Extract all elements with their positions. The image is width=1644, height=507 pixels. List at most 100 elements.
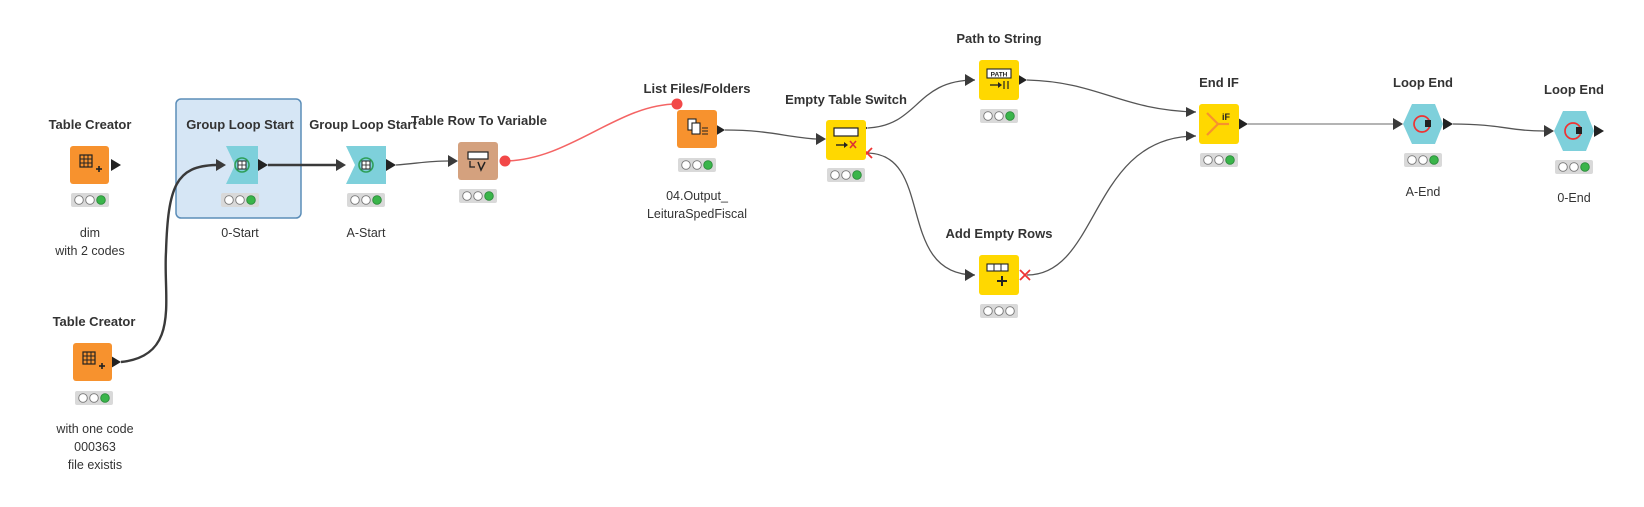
output-port-arrow[interactable] [111, 356, 121, 368]
annotation-line: 0-End [1557, 191, 1591, 205]
input-port-arrow[interactable] [216, 159, 226, 171]
annotation-line: with 2 codes [55, 244, 125, 258]
input-port-arrow[interactable] [965, 74, 975, 86]
input-port-arrow[interactable] [1544, 125, 1554, 137]
status-light-green [1005, 111, 1015, 121]
node-title: Add Empty Rows [945, 226, 1053, 241]
group-loop-start-icon [358, 157, 374, 173]
input-port-arrow[interactable] [1186, 107, 1196, 117]
list-files-icon [687, 118, 708, 135]
input-port-arrow[interactable] [336, 159, 346, 171]
status-light-green [246, 195, 256, 205]
node-annotation: dim with 2 codes [55, 224, 124, 260]
group-loop-start-icon [234, 157, 250, 173]
end-if-icon: iF [1206, 112, 1231, 136]
status-light-off [462, 191, 472, 201]
connection-aer-to-endif[interactable] [1026, 135, 1197, 276]
loop-end-icon [1413, 115, 1431, 133]
status-light-off [994, 111, 1004, 121]
node-title: Group Loop Start [186, 117, 294, 132]
node-status-indicator [980, 304, 1018, 318]
node-status-indicator [980, 109, 1018, 123]
status-light-off [1407, 155, 1417, 165]
node-title: Empty Table Switch [785, 92, 907, 107]
list-files-folders-node[interactable] [677, 110, 717, 148]
flow-variable-out-port[interactable] [499, 155, 511, 167]
group-loop-start-node-1[interactable] [226, 146, 258, 184]
output-port-arrow[interactable] [1594, 125, 1604, 137]
node-annotation: 04.Output_ LeituraSpedFiscal [647, 187, 747, 223]
node-status-indicator [221, 193, 259, 207]
connection-gls2-to-trtv[interactable] [395, 160, 449, 166]
output-port-arrow[interactable] [1238, 118, 1248, 130]
status-light-off [74, 195, 84, 205]
input-port-arrow[interactable] [1186, 131, 1196, 141]
connection-le1-to-le2[interactable] [1452, 123, 1545, 132]
path-to-string-node[interactable]: PATH [979, 60, 1019, 100]
output-port-arrow[interactable] [1017, 74, 1027, 86]
status-light-off [983, 306, 993, 316]
annotation-line: 04.Output_ [666, 189, 728, 203]
svg-text:iF: iF [1222, 112, 1231, 122]
annotation-line: A-Start [346, 226, 386, 240]
connection-ets-to-aer[interactable] [867, 152, 976, 276]
flow-variable-in-port[interactable] [671, 98, 683, 110]
input-port-arrow[interactable] [448, 155, 458, 167]
node-status-indicator [347, 193, 385, 207]
node-status-indicator [678, 158, 716, 172]
output-port-arrow[interactable] [258, 159, 268, 171]
node-annotation: A-End [1406, 183, 1441, 201]
status-light-off [350, 195, 360, 205]
inactive-port-cross[interactable] [1019, 269, 1031, 281]
input-port-arrow[interactable] [1393, 118, 1403, 130]
status-light-green [703, 160, 713, 170]
node-status-indicator [1555, 160, 1593, 174]
node-title: Table Row To Variable [410, 113, 548, 128]
node-title: Path to String [956, 31, 1042, 46]
node-status-indicator [71, 193, 109, 207]
status-light-off [830, 170, 840, 180]
status-light-green [484, 191, 494, 201]
input-port-arrow[interactable] [965, 269, 975, 281]
input-port-arrow[interactable] [816, 133, 826, 145]
output-port-arrow[interactable] [111, 159, 121, 171]
status-light-off [1558, 162, 1568, 172]
node-status-indicator [459, 189, 497, 203]
output-port-arrow[interactable] [1443, 118, 1453, 130]
annotation-line: file existis [67, 458, 123, 472]
output-port-arrow[interactable] [386, 159, 396, 171]
path-to-string-icon: PATH [986, 68, 1012, 89]
status-light-off [983, 111, 993, 121]
table-row-to-variable-node[interactable] [458, 142, 498, 180]
status-light-off [224, 195, 234, 205]
add-empty-rows-node[interactable] [979, 255, 1019, 295]
table-creator-node-2[interactable] [73, 343, 112, 381]
add-empty-rows-icon [986, 263, 1009, 286]
loop-end-node-1[interactable] [1403, 104, 1443, 144]
node-status-indicator [827, 168, 865, 182]
flow-variable-connection[interactable] [504, 103, 678, 162]
status-light-green [96, 195, 106, 205]
connection-pts-to-endif[interactable] [1026, 79, 1197, 113]
connection-ets-to-pts[interactable] [867, 79, 976, 129]
connection-lff-to-ets[interactable] [724, 129, 817, 140]
empty-table-switch-node[interactable] [826, 120, 866, 160]
node-status-indicator [1200, 153, 1238, 167]
group-loop-start-node-2[interactable] [346, 146, 386, 184]
node-annotation: A-Start [347, 224, 386, 242]
connection-tc2-to-gls1[interactable] [120, 163, 217, 364]
loop-end-node-2[interactable] [1554, 111, 1594, 151]
status-light-off [473, 191, 483, 201]
table-creator-node-1[interactable] [70, 146, 109, 184]
node-annotation: 0-Start [221, 224, 259, 242]
annotation-line: 000363 [74, 440, 116, 454]
output-port-arrow[interactable] [715, 124, 725, 136]
status-light-off [89, 393, 99, 403]
status-light-off [681, 160, 691, 170]
status-light-off [994, 306, 1004, 316]
node-annotation: 0-End [1557, 189, 1590, 207]
node-status-indicator [75, 391, 113, 405]
end-if-node[interactable]: iF [1199, 104, 1239, 144]
node-title: Group Loop Start [309, 117, 417, 132]
